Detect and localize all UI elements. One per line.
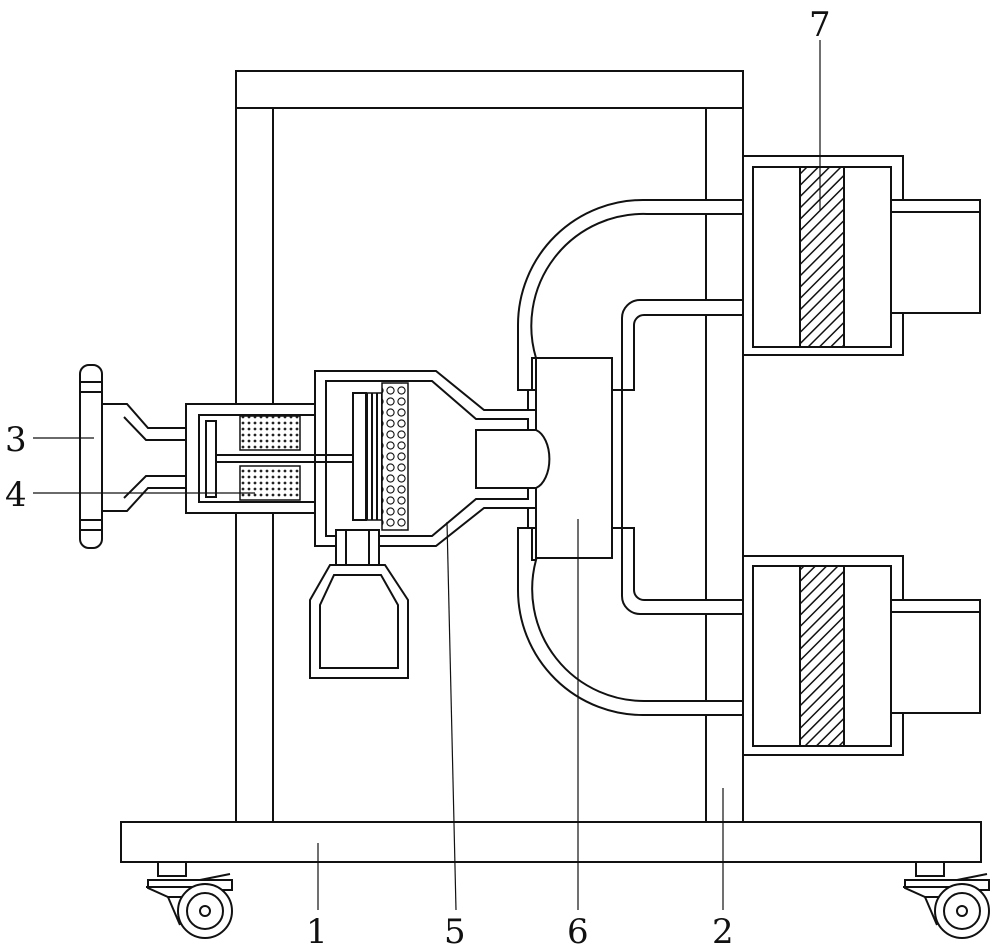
label-3: 3 [5,420,27,460]
filter-housing-lower [743,556,980,755]
caster-wheel-left [146,862,232,938]
hopper-section [315,371,549,546]
inlet-nozzle [80,365,186,548]
base-plate [121,822,981,862]
filter-housing-upper [743,156,980,355]
caster-wheel-right [903,862,989,938]
label-4: 4 [5,475,27,515]
collection-bottle [310,530,408,678]
label-1: 1 [306,912,328,951]
label-2: 2 [712,912,734,951]
label-6: 6 [567,912,589,951]
label-7: 7 [809,5,831,45]
label-5: 5 [444,912,466,951]
